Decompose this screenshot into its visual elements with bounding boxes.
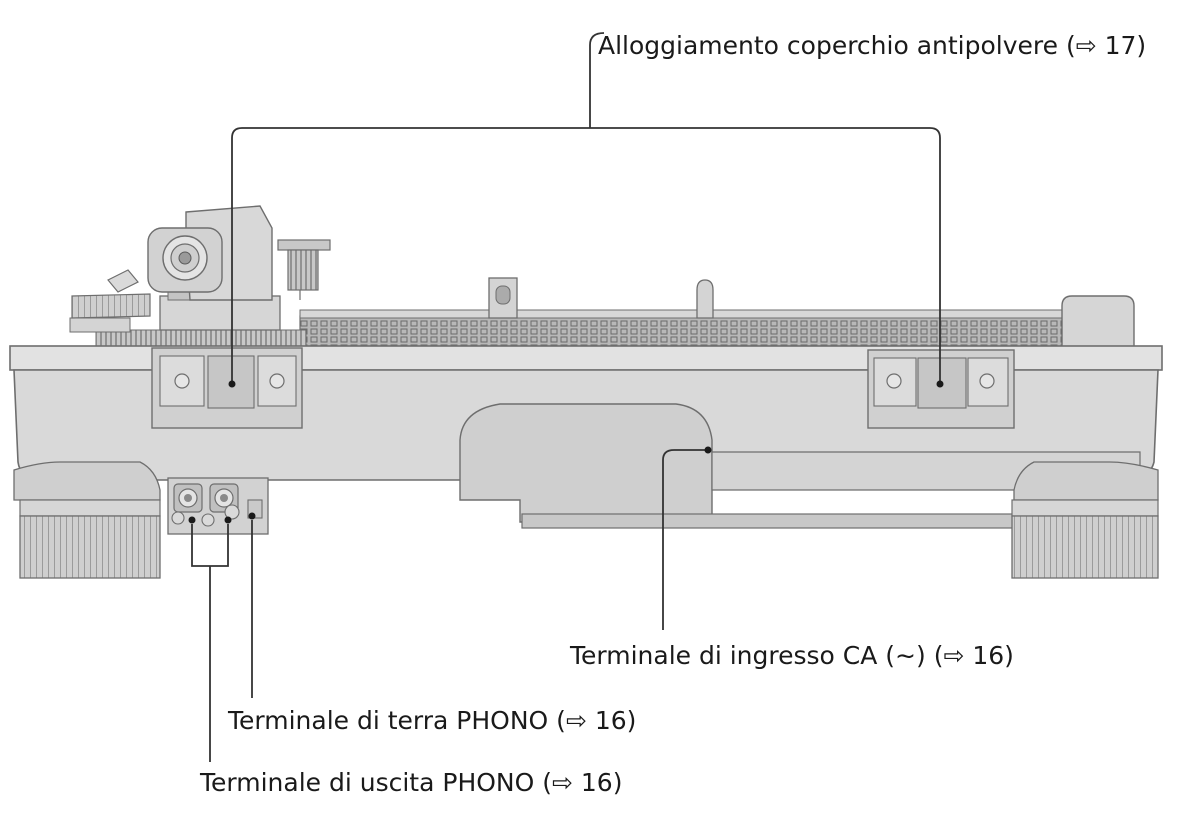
leader-ac-input [662, 449, 706, 630]
right-hinge-bracket [867, 349, 1015, 429]
tonearm [71, 205, 331, 331]
leader-dots [188, 380, 944, 524]
leader-phono-output [191, 524, 229, 762]
callout-phono-ground: Terminale di terra PHONO (⇨ 16) [228, 706, 637, 735]
right-foot [1011, 461, 1159, 579]
leader-dot-ac-input [704, 446, 712, 454]
leader-dot-left-bracket [228, 380, 236, 388]
callout-dust-cover: Alloggiamento coperchio antipolvere (⇨ 1… [598, 31, 1147, 60]
leader-dust-cover [589, 32, 605, 128]
leader-lines [191, 32, 941, 762]
left-foot [13, 461, 161, 579]
right-rear-post [1061, 295, 1135, 349]
callout-ac-input: Terminale di ingresso CA (∼) (⇨ 16) [570, 641, 1014, 670]
leader-dot-right-bracket [936, 380, 944, 388]
leader-dot-ground [248, 512, 256, 520]
leader-dot-output-right [224, 516, 232, 524]
spindle [488, 277, 714, 319]
callout-phono-output: Terminale di uscita PHONO (⇨ 16) [200, 768, 623, 797]
leader-dot-output-left [188, 516, 196, 524]
left-hinge-bracket [151, 347, 303, 429]
leader-dust-cover-bracket [231, 127, 941, 382]
phono-terminal-panel [167, 477, 269, 535]
